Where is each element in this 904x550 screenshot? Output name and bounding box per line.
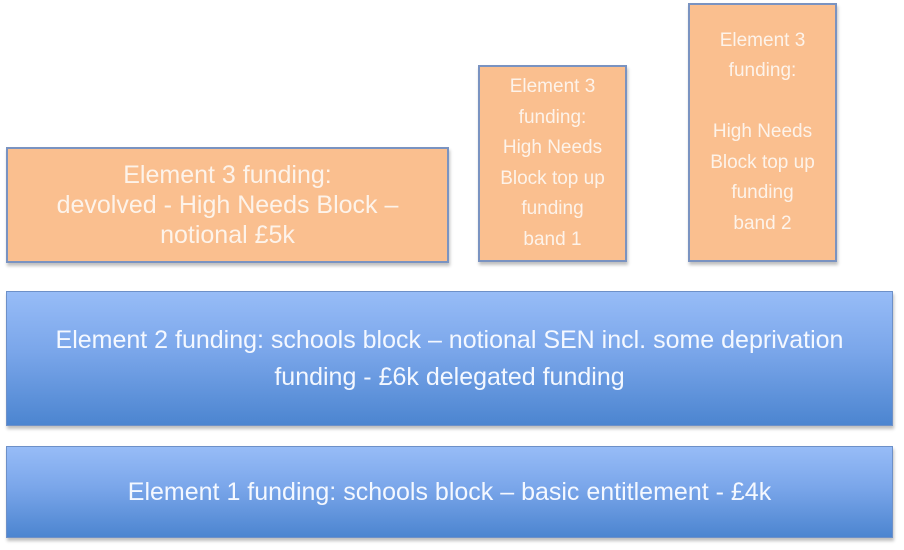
element3-band2-box: Element 3 funding: High Needs Block top … xyxy=(688,3,837,262)
element2-label: Element 2 funding: schools block – notio… xyxy=(55,325,844,391)
element1-label: Element 1 funding: schools block – basic… xyxy=(127,478,772,506)
element3-band1-box: Element 3 funding: High Needs Block top … xyxy=(478,65,627,262)
element1-bar: Element 1 funding: schools block – basic… xyxy=(6,446,893,538)
element3-devolved-label: Element 3 funding: devolved - High Needs… xyxy=(56,161,399,249)
element3-band1-label: Element 3 funding: High Needs Block top … xyxy=(500,76,605,250)
element2-bar: Element 2 funding: schools block – notio… xyxy=(6,291,893,426)
element3-devolved-box: Element 3 funding: devolved - High Needs… xyxy=(6,147,449,263)
element3-band2-label: Element 3 funding: High Needs Block top … xyxy=(710,29,815,234)
